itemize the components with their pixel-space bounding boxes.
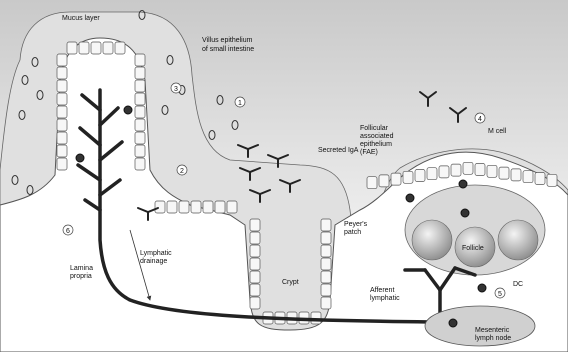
epithelial-cell (250, 271, 260, 283)
lymphatic-label-2: drainage (140, 258, 167, 265)
epithelial-cell (451, 164, 461, 176)
epithelial-cell (115, 42, 125, 54)
epithelial-cell (155, 201, 165, 213)
epithelial-cell (321, 271, 331, 283)
epithelial-cell (57, 67, 67, 79)
epithelial-cell (57, 119, 67, 131)
lymphatic-label-1: Lymphatic (140, 250, 172, 257)
epithelial-cell (321, 232, 331, 244)
epithelial-cell (135, 93, 145, 105)
epithelial-cell (250, 232, 260, 244)
marker-5: 5 (498, 291, 502, 298)
epithelial-cell (57, 132, 67, 144)
epithelial-cell (499, 167, 509, 179)
epithelial-cell (57, 93, 67, 105)
epithelial-cell (67, 42, 77, 54)
epithelial-cell (321, 219, 331, 231)
epithelial-cell (57, 145, 67, 157)
epithelial-cell (135, 67, 145, 79)
epithelial-cell (227, 201, 237, 213)
epithelial-cell (250, 297, 260, 309)
epithelial-cell (179, 201, 189, 213)
epithelial-cell (135, 132, 145, 144)
villus-label-2: of small intestine (202, 46, 254, 53)
lamina-label-2: propria (70, 273, 92, 280)
epithelial-cell (103, 42, 113, 54)
epithelial-cell (415, 170, 425, 182)
fae-label-3: epithelium (360, 141, 392, 148)
afferent-label-1: Afferent (370, 287, 394, 294)
lamina-label-1: Lamina (70, 265, 93, 272)
epithelial-cell (57, 106, 67, 118)
epithelial-cell (321, 297, 331, 309)
epithelial-cell (511, 169, 521, 181)
follicle-label: Follicle (462, 245, 484, 252)
epithelial-cell (321, 258, 331, 270)
epithelial-cell (250, 284, 260, 296)
fae-label-2: associated (360, 133, 394, 140)
epithelial-cell (475, 164, 485, 176)
epithelial-cell (321, 245, 331, 257)
marker-4: 4 (478, 116, 482, 123)
epithelial-cell (367, 177, 377, 189)
fae-label-4: (FAE) (360, 149, 378, 156)
epithelial-cell (135, 106, 145, 118)
epithelial-cell (167, 201, 177, 213)
epithelial-cell (135, 145, 145, 157)
marker-3: 3 (174, 86, 178, 93)
mesenteric-label-2: lymph node (475, 335, 511, 342)
epithelial-cell (427, 168, 437, 180)
epithelial-cell (57, 54, 67, 66)
epithelial-cell (135, 158, 145, 170)
epithelial-cell (463, 162, 473, 174)
marker-1: 1 (238, 100, 242, 107)
epithelial-cell (250, 219, 260, 231)
mucus-layer-label: Mucus layer (62, 15, 100, 22)
dc-label: DC (513, 281, 523, 288)
epithelial-cell (57, 158, 67, 170)
epithelial-cell (57, 80, 67, 92)
epithelial-cell (403, 171, 413, 183)
follicle-left (412, 220, 452, 260)
marker-2: 2 (180, 168, 184, 175)
epithelial-cell (547, 174, 557, 186)
epithelial-cell (391, 173, 401, 185)
epithelial-cell (135, 54, 145, 66)
epithelial-cell (191, 201, 201, 213)
epithelial-cell (215, 201, 225, 213)
fae-label-1: Follicular (360, 125, 389, 132)
epithelial-cell (250, 258, 260, 270)
epithelial-cell (321, 284, 331, 296)
peyers-label-1: Peyer's (344, 221, 368, 228)
m-cell-label: M cell (488, 128, 507, 135)
epithelial-cell (135, 80, 145, 92)
mesenteric-label-1: Mesenteric (475, 327, 510, 334)
epithelial-cell (135, 119, 145, 131)
epithelial-cell (250, 245, 260, 257)
villus-label-1: Villus epithelium (202, 37, 253, 44)
epithelial-cell (487, 165, 497, 177)
afferent-label-2: lymphatic (370, 295, 400, 302)
peyers-label-2: patch (344, 229, 361, 236)
epithelial-cell (523, 171, 533, 183)
epithelial-cell (379, 175, 389, 187)
epithelial-cell (439, 166, 449, 178)
epithelial-cell (203, 201, 213, 213)
secreted-iga-label: Secreted IgA (318, 147, 359, 154)
epithelial-cell (91, 42, 101, 54)
epithelial-cell (79, 42, 89, 54)
marker-6: 6 (66, 228, 70, 235)
epithelial-cell (535, 173, 545, 185)
crypt-label: Crypt (282, 279, 299, 286)
follicle-right (498, 220, 538, 260)
